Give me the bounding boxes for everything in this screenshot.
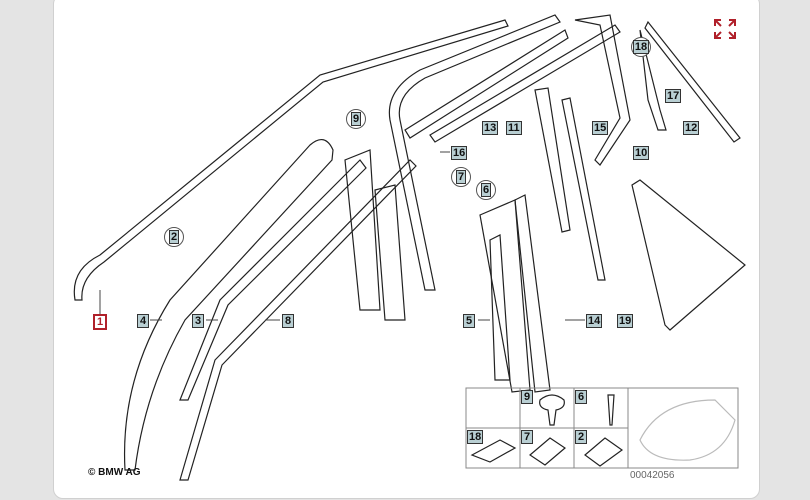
callout-2[interactable]: 2 [164,227,184,247]
callout-2-label: 2 [168,230,180,244]
legend-label-6: 6 [575,390,587,404]
copyright: © BMW AG [88,467,141,478]
callout-6[interactable]: 6 [476,180,496,200]
callout-9-label: 9 [350,112,362,126]
callout-17[interactable]: 17 [665,89,682,103]
legend-label-9: 9 [521,390,533,404]
callout-19[interactable]: 19 [617,314,634,328]
diagram-card [53,0,760,499]
callout-18[interactable]: 18 [631,37,651,57]
callout-1[interactable]: 1 [93,314,107,330]
callout-4[interactable]: 4 [137,314,149,328]
callout-7-label: 7 [455,170,467,184]
callout-3[interactable]: 3 [192,314,204,328]
callout-13[interactable]: 13 [482,121,499,135]
legend-label-2: 2 [575,430,587,444]
callout-11[interactable]: 11 [506,121,522,135]
callout-9[interactable]: 9 [346,109,366,129]
callout-14[interactable]: 14 [586,314,603,328]
callout-15[interactable]: 15 [592,121,609,135]
callout-10[interactable]: 10 [633,146,650,160]
callout-6-label: 6 [480,183,492,197]
callout-7[interactable]: 7 [451,167,471,187]
callout-5[interactable]: 5 [463,314,475,328]
expand-icon[interactable] [712,17,738,41]
image-number: 00042056 [630,470,675,481]
callout-8[interactable]: 8 [282,314,294,328]
callout-18-label: 18 [632,40,650,54]
legend-label-7: 7 [521,430,533,444]
callout-16[interactable]: 16 [451,146,468,160]
callout-12[interactable]: 12 [683,121,700,135]
legend-label-18: 18 [467,430,484,444]
